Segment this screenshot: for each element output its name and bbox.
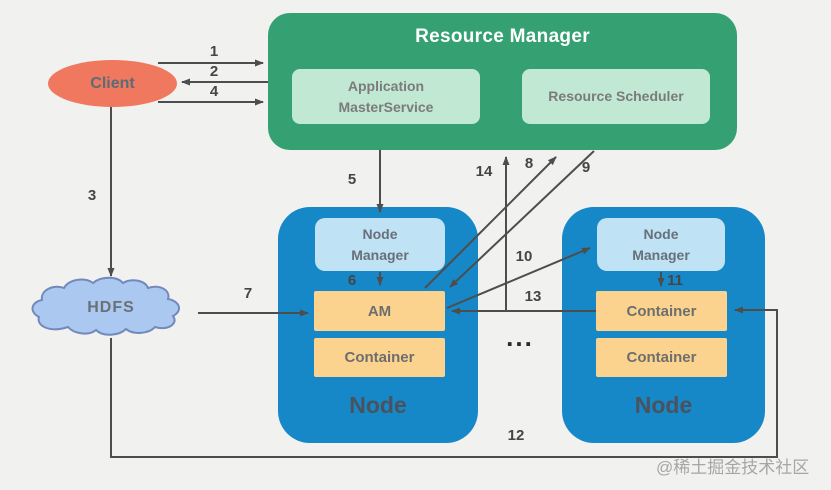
hdfs-label: HDFS: [87, 299, 135, 316]
node-right-container2-box: Container: [596, 338, 727, 377]
hdfs-cloud: HDFS: [28, 276, 194, 339]
step-label-5: 5: [347, 171, 357, 188]
step-label-10: 10: [515, 248, 533, 265]
node-right-box: Node Manager Container Container Node: [562, 207, 765, 443]
step-label-8: 8: [524, 155, 534, 172]
client-ellipse: Client: [48, 60, 177, 107]
step-label-14: 14: [475, 163, 493, 180]
step-label-11: 11: [667, 272, 683, 289]
node-right-node-manager-label: Node Manager: [632, 226, 690, 263]
node-left-am-label: AM: [367, 302, 392, 320]
application-master-service-box: Application MasterService: [292, 69, 480, 124]
step-label-4: 4: [209, 83, 219, 100]
step-label-12: 12: [507, 427, 525, 444]
resource-manager-box: Resource Manager Application MasterServi…: [268, 13, 737, 150]
node-right-container1-box: Container: [596, 291, 727, 331]
watermark-text: @稀土掘金技术社区: [656, 458, 810, 477]
node-left-node-manager-box: Node Manager: [315, 218, 445, 271]
node-right-container1-label: Container: [626, 302, 697, 320]
node-left-label: Node: [349, 392, 407, 418]
step-label-2: 2: [209, 63, 219, 80]
node-left-container-label: Container: [344, 349, 415, 366]
application-master-service-label: Application MasterService: [338, 78, 434, 115]
more-nodes-ellipsis: ...: [506, 322, 534, 352]
node-right-container2-label: Container: [626, 349, 697, 366]
node-left-am-box: AM: [314, 291, 445, 331]
node-right-node-manager-box: Node Manager: [597, 218, 725, 271]
resource-manager-title: Resource Manager: [415, 26, 590, 47]
step-label-7: 7: [243, 285, 253, 302]
step-label-13: 13: [524, 288, 542, 305]
resource-scheduler-label: Resource Scheduler: [548, 88, 684, 105]
node-left-box: Node Manager AM Container Node: [278, 207, 478, 443]
node-left-container-box: Container: [314, 338, 445, 377]
step-label-3: 3: [87, 187, 97, 204]
step-label-1: 1: [209, 43, 219, 60]
step-label-9: 9: [581, 159, 591, 176]
step-label-6: 6: [347, 272, 357, 289]
node-right-label: Node: [634, 392, 693, 418]
resource-scheduler-box: Resource Scheduler: [522, 69, 710, 124]
client-label: Client: [90, 74, 135, 92]
node-left-node-manager-label: Node Manager: [351, 226, 409, 263]
